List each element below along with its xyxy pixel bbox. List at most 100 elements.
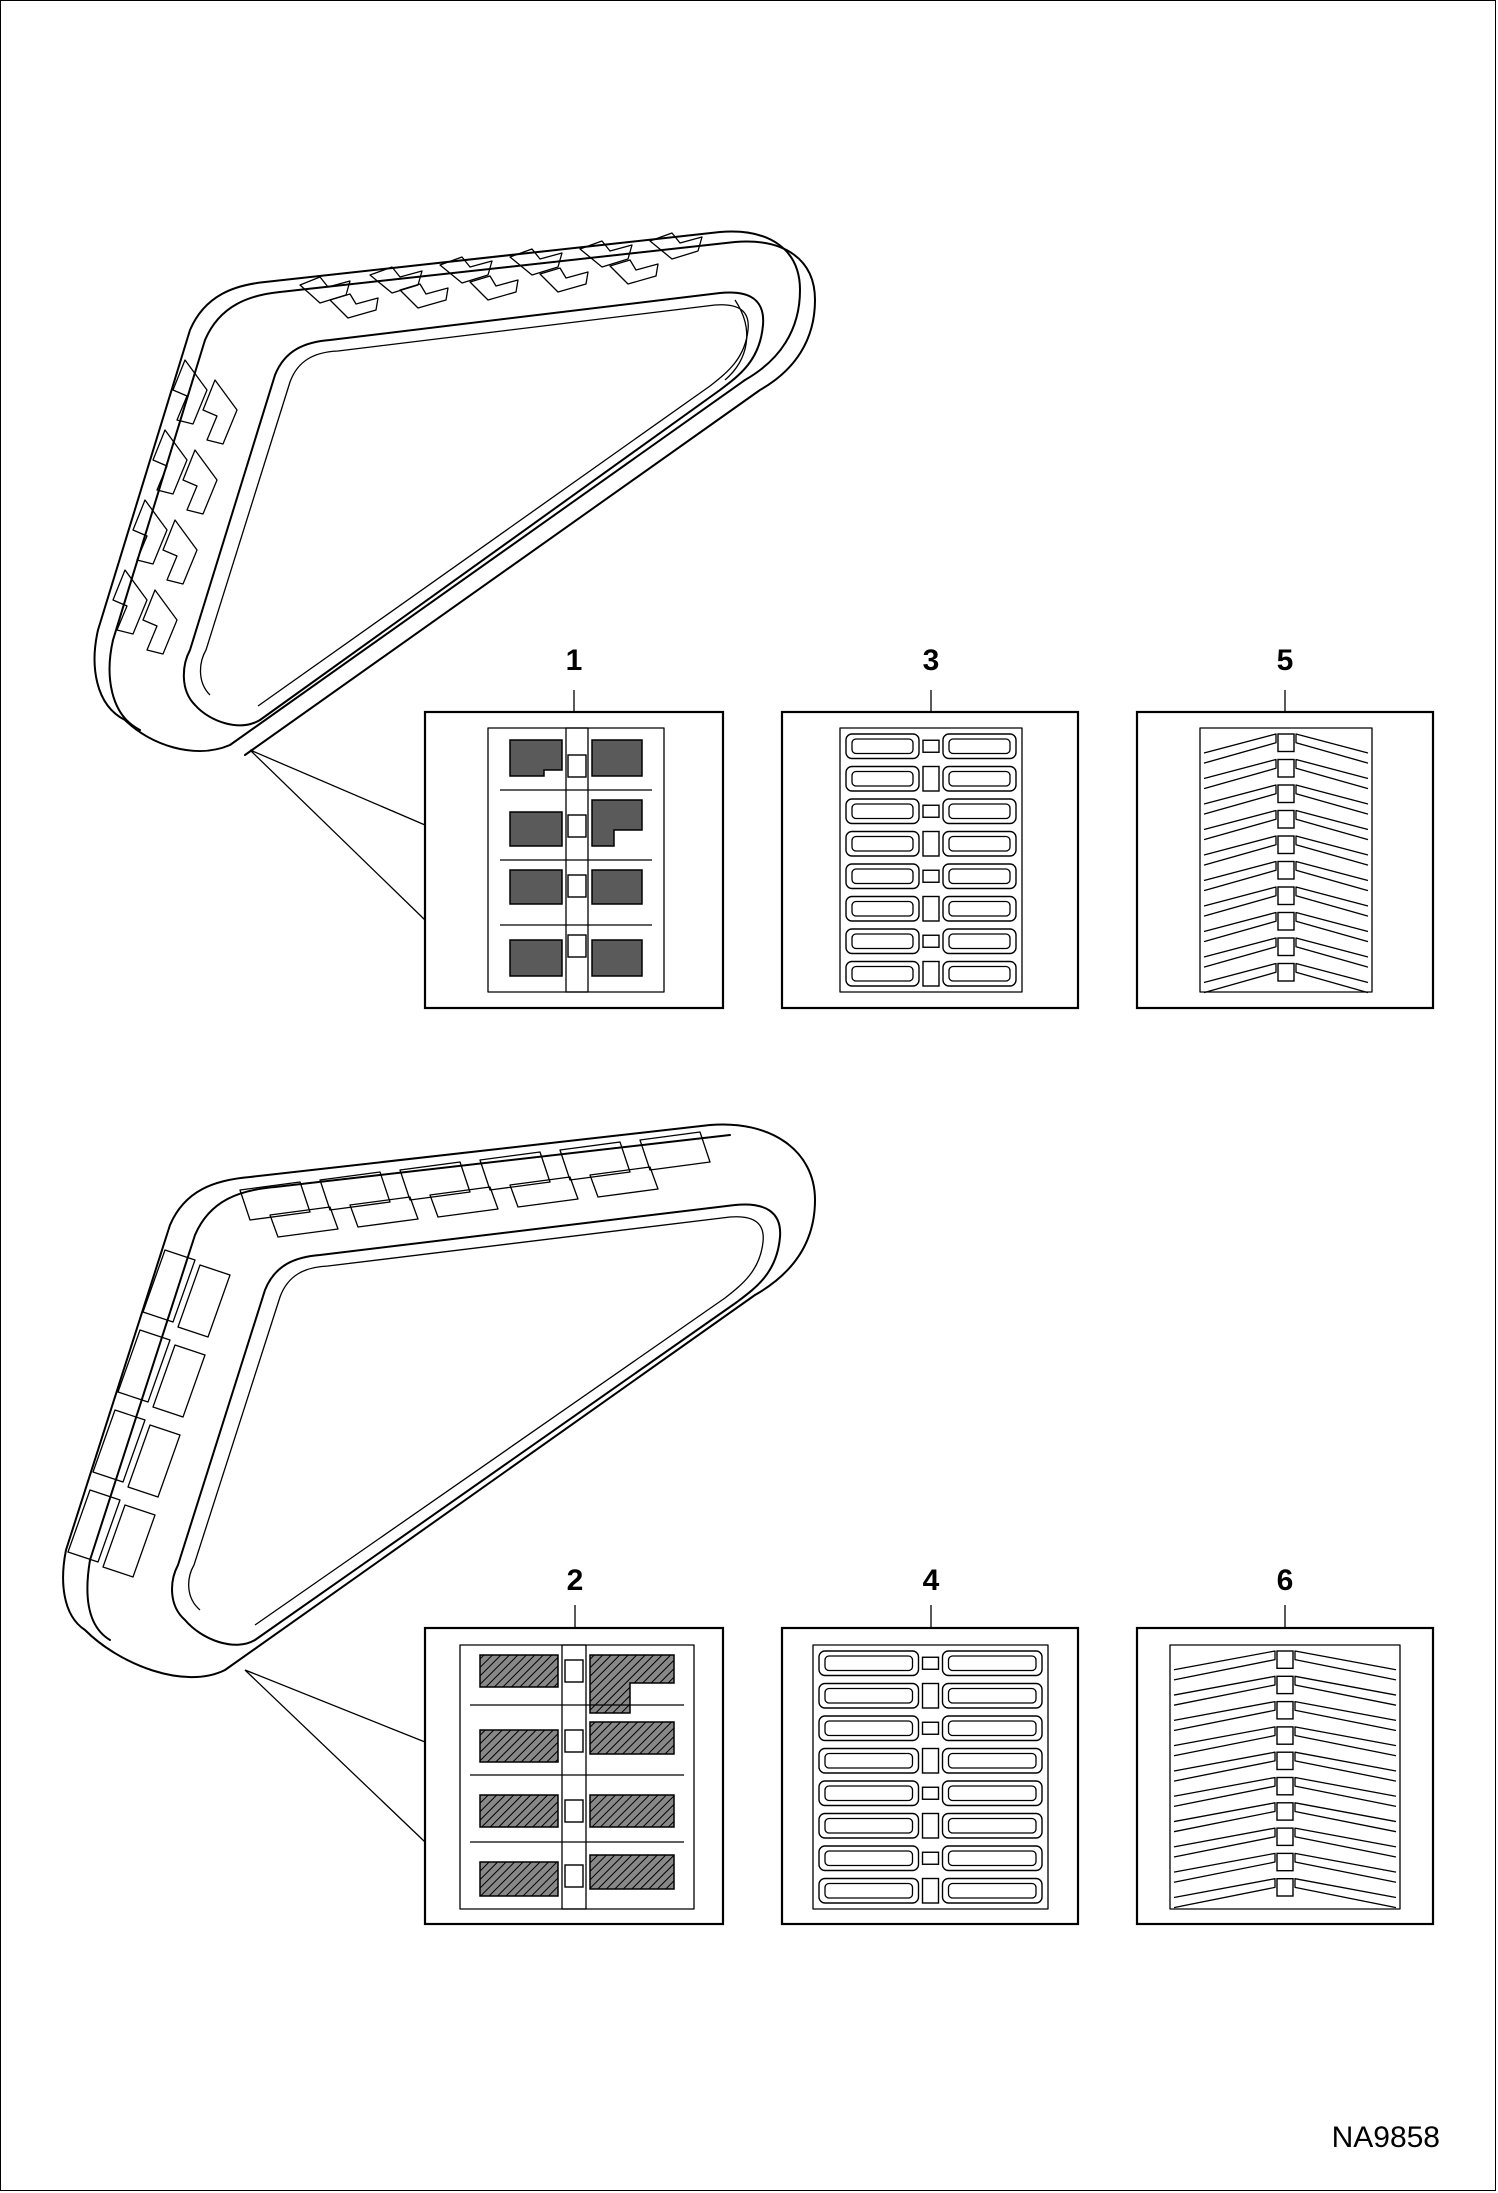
chevron-left bbox=[1203, 835, 1277, 866]
tread-bar-left-inner bbox=[851, 803, 914, 820]
chevron-right bbox=[1295, 809, 1369, 841]
chevron-link bbox=[1276, 1827, 1294, 1847]
chevron-right bbox=[1294, 1827, 1397, 1858]
chevron-link bbox=[1277, 860, 1295, 880]
chevron-right bbox=[1295, 937, 1369, 968]
chevron-right bbox=[1295, 860, 1369, 892]
tread-bar-left-inner bbox=[851, 770, 914, 787]
tread-bar-right bbox=[941, 1715, 1043, 1742]
track-lower-inner-outline bbox=[171, 1203, 782, 1646]
tread-bar-left bbox=[818, 1845, 920, 1872]
chevron-link bbox=[1276, 1726, 1294, 1745]
chevron-link bbox=[1277, 886, 1295, 906]
tread-bar-right-inner bbox=[947, 1720, 1037, 1737]
chevron-left bbox=[1173, 1776, 1276, 1808]
chevron-left bbox=[1203, 911, 1277, 943]
detail-box-1: 1 bbox=[423, 644, 725, 1010]
chevron-link bbox=[1277, 911, 1295, 931]
tread-bar-right-inner bbox=[948, 738, 1011, 755]
track-lower-outer-outline bbox=[62, 1123, 816, 1679]
tread-bar-left-inner bbox=[824, 1850, 914, 1867]
chevron-right bbox=[1294, 1650, 1397, 1681]
tread-link bbox=[921, 1851, 940, 1865]
tread-link bbox=[922, 804, 940, 818]
detail-box-2: 2 bbox=[423, 1564, 725, 1926]
tread-link bbox=[922, 830, 940, 857]
tread-bar-right-inner bbox=[948, 803, 1011, 820]
tread-bar-left-inner bbox=[851, 900, 914, 917]
chevron-left bbox=[1203, 886, 1277, 917]
callout-3: 3 bbox=[923, 644, 940, 677]
tread-link bbox=[922, 934, 940, 948]
tread-bar-right bbox=[941, 1812, 1043, 1839]
chevron-left bbox=[1203, 784, 1277, 815]
chevron-link bbox=[1277, 835, 1295, 855]
chevron-right bbox=[1295, 733, 1369, 764]
chevron-left bbox=[1173, 1878, 1276, 1909]
tread-link bbox=[921, 1877, 940, 1904]
chevron-right bbox=[1294, 1700, 1397, 1732]
tread-link bbox=[922, 739, 940, 753]
tread-link bbox=[921, 1812, 940, 1839]
chevron-right bbox=[1294, 1776, 1397, 1808]
chevron-link bbox=[1277, 758, 1295, 778]
tread-bar-left bbox=[845, 733, 920, 760]
chevron-right bbox=[1295, 911, 1369, 943]
callout-4: 4 bbox=[923, 1564, 940, 1597]
tread-bar-left-inner bbox=[851, 965, 914, 982]
chevron-right bbox=[1294, 1751, 1397, 1782]
tread-link bbox=[921, 1786, 940, 1800]
detail-box-4: 4 bbox=[780, 1564, 1080, 1926]
track-lower-illustration bbox=[62, 1123, 816, 1843]
tread-link bbox=[921, 1747, 940, 1774]
detail-2-lugs bbox=[479, 1654, 675, 1897]
chevron-left bbox=[1203, 733, 1277, 764]
chevron-left bbox=[1173, 1675, 1276, 1706]
tread-bar-left-inner bbox=[824, 1687, 914, 1704]
chevron-left bbox=[1203, 809, 1277, 841]
chevron-right bbox=[1294, 1852, 1397, 1883]
tread-bar-left bbox=[818, 1780, 920, 1807]
figure-reference-id: NA9858 bbox=[1331, 2121, 1440, 2154]
chevron-link bbox=[1276, 1802, 1294, 1821]
chevron-right bbox=[1294, 1802, 1397, 1833]
chevron-left bbox=[1203, 962, 1277, 994]
tread-bar-right bbox=[941, 1780, 1043, 1807]
tread-link bbox=[922, 869, 940, 883]
tread-bar-right-inner bbox=[948, 868, 1011, 885]
chevron-right bbox=[1294, 1878, 1397, 1909]
chevron-left bbox=[1173, 1852, 1276, 1883]
chevron-link bbox=[1276, 1700, 1294, 1720]
tread-bar-left bbox=[845, 863, 920, 890]
track-upper-illustration bbox=[93, 230, 816, 921]
tread-link bbox=[921, 1656, 940, 1670]
tread-bar-left bbox=[818, 1747, 920, 1774]
tread-bar-right-inner bbox=[947, 1687, 1037, 1704]
tread-bar-left bbox=[818, 1650, 920, 1677]
chevron-link bbox=[1277, 733, 1295, 753]
track-lower-side-lugs bbox=[67, 1249, 231, 1578]
detail-5-chevrons bbox=[1203, 733, 1369, 994]
tread-bar-right-inner bbox=[947, 1655, 1037, 1672]
track-upper-inner-outline bbox=[182, 291, 765, 727]
chevron-link bbox=[1276, 1650, 1294, 1669]
tread-bar-left-inner bbox=[851, 933, 914, 950]
tread-link bbox=[922, 765, 940, 792]
tread-bar-left-inner bbox=[824, 1785, 914, 1802]
chevron-left bbox=[1173, 1726, 1276, 1757]
track-lower-top-lugs bbox=[239, 1131, 711, 1238]
detail-4-bars bbox=[818, 1650, 1043, 1904]
chevron-left bbox=[1173, 1751, 1276, 1782]
track-upper-inner-edge-2 bbox=[724, 299, 748, 381]
chevron-link bbox=[1276, 1852, 1294, 1872]
chevron-link bbox=[1276, 1877, 1294, 1897]
tread-bar-left-inner bbox=[824, 1655, 914, 1672]
tread-bar-right-inner bbox=[948, 835, 1011, 852]
chevron-link bbox=[1276, 1751, 1294, 1771]
detail-box-3: 3 bbox=[780, 644, 1080, 1010]
track-lower-inner-edge bbox=[188, 1216, 764, 1626]
chevron-left bbox=[1173, 1700, 1276, 1732]
tread-bar-right-inner bbox=[947, 1882, 1037, 1899]
chevron-left bbox=[1173, 1827, 1276, 1858]
